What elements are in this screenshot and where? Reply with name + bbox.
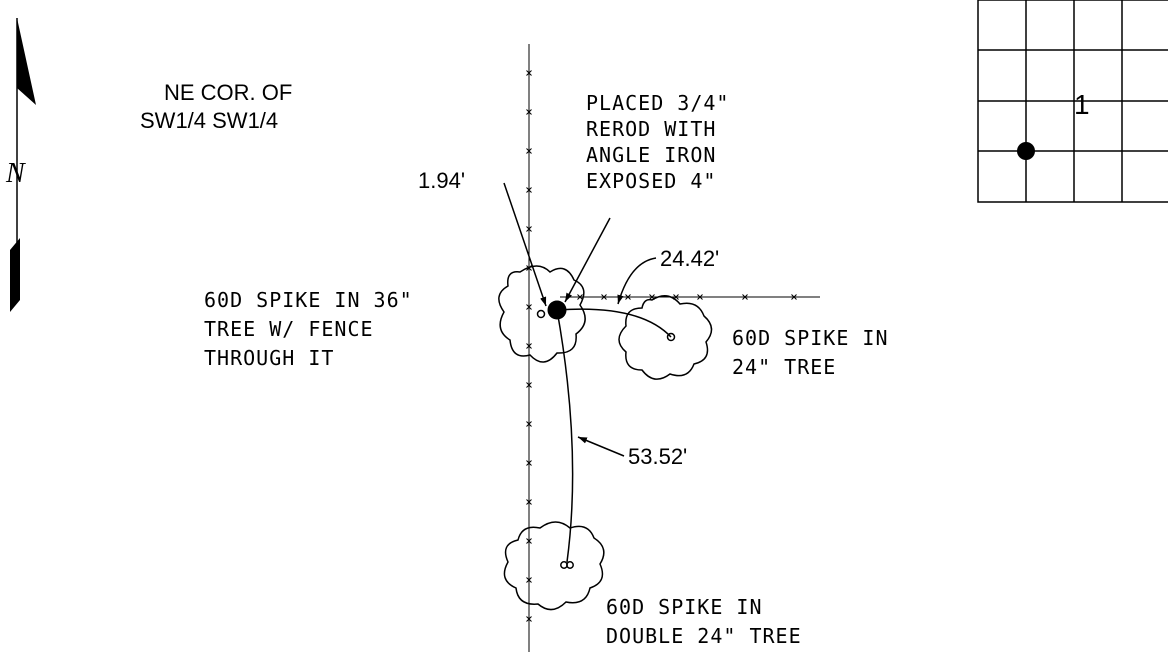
accessory-label-36in: 60D SPIKE IN 36" TREE W/ FENCE THROUGH I… <box>204 288 413 370</box>
corner-label: NE COR. OF SW1/4 SW1/4 <box>140 80 292 133</box>
fence-x-mark <box>526 616 532 622</box>
section-key-map: 1 <box>977 0 1168 203</box>
spike-point-double-b <box>566 561 574 569</box>
accessory-24-line-1: 60D SPIKE IN <box>732 326 889 350</box>
fence-x-mark <box>742 294 748 300</box>
monument-note: PLACED 3/4" REROD WITH ANGLE IRON EXPOSE… <box>586 91 729 193</box>
distance-label-1-94: 1.94' <box>418 168 465 193</box>
tree-symbol-double-24in <box>503 521 605 611</box>
leader-24-42 <box>617 257 657 305</box>
accessory-36-line-1: 60D SPIKE IN 36" <box>204 288 413 312</box>
accessory-double-line-1: 60D SPIKE IN <box>606 595 763 619</box>
fence-x-mark <box>526 70 532 76</box>
spike-point-24in <box>666 332 676 342</box>
fence-x-mark <box>625 294 631 300</box>
accessory-label-double: 60D SPIKE IN DOUBLE 24" TREE <box>606 595 802 648</box>
fence-x-mark <box>526 499 532 505</box>
fence-x-mark <box>526 226 532 232</box>
leader-1-94 <box>503 182 547 307</box>
monument-note-line-1: PLACED 3/4" <box>586 91 729 115</box>
accessory-36-line-3: THROUGH IT <box>204 346 334 370</box>
fence-x-mark <box>601 294 607 300</box>
fence-line-vertical <box>526 44 532 652</box>
accessory-double-line-2: DOUBLE 24" TREE <box>606 624 802 648</box>
tree-symbol-36in <box>498 265 586 363</box>
fence-x-mark <box>526 421 532 427</box>
leader-53-52 <box>577 436 625 457</box>
leader-monument-note <box>564 217 611 303</box>
monument-note-line-4: EXPOSED 4" <box>586 169 716 193</box>
fence-x-mark <box>526 187 532 193</box>
north-arrow: N <box>5 18 36 312</box>
fence-x-mark <box>577 294 583 300</box>
accessory-label-24in: 60D SPIKE IN 24" TREE <box>732 326 889 379</box>
north-arrow-tail <box>10 238 20 312</box>
corner-label-line-1: NE COR. OF <box>164 80 292 105</box>
section-number: 1 <box>1074 89 1090 120</box>
tie-line-24in <box>556 308 672 338</box>
fence-x-mark <box>526 304 532 310</box>
fence-x-mark <box>526 148 532 154</box>
fence-x-mark <box>697 294 703 300</box>
fence-x-mark <box>526 343 532 349</box>
accessory-36-line-2: TREE W/ FENCE <box>204 317 374 341</box>
monument-rerod <box>547 300 567 320</box>
tie-line-double <box>556 309 574 563</box>
distance-label-53-52: 53.52' <box>628 444 687 469</box>
fence-x-mark <box>526 109 532 115</box>
north-arrow-head <box>17 18 36 105</box>
spike-point-36in <box>536 309 546 319</box>
fence-x-mark <box>791 294 797 300</box>
section-corner-marker <box>1017 142 1035 160</box>
monument-note-line-3: ANGLE IRON <box>586 143 716 167</box>
fence-x-mark <box>526 460 532 466</box>
accessory-24-line-2: 24" TREE <box>732 355 836 379</box>
north-label: N <box>5 158 26 189</box>
fence-x-mark <box>526 382 532 388</box>
fence-x-mark <box>526 538 532 544</box>
tree-symbol-24in <box>618 295 713 380</box>
fence-line-horizontal <box>560 294 820 300</box>
monument-note-line-2: REROD WITH <box>586 117 716 141</box>
corner-label-line-2: SW1/4 SW1/4 <box>140 108 278 133</box>
fence-x-mark <box>526 577 532 583</box>
distance-label-24-42: 24.42' <box>660 246 719 271</box>
